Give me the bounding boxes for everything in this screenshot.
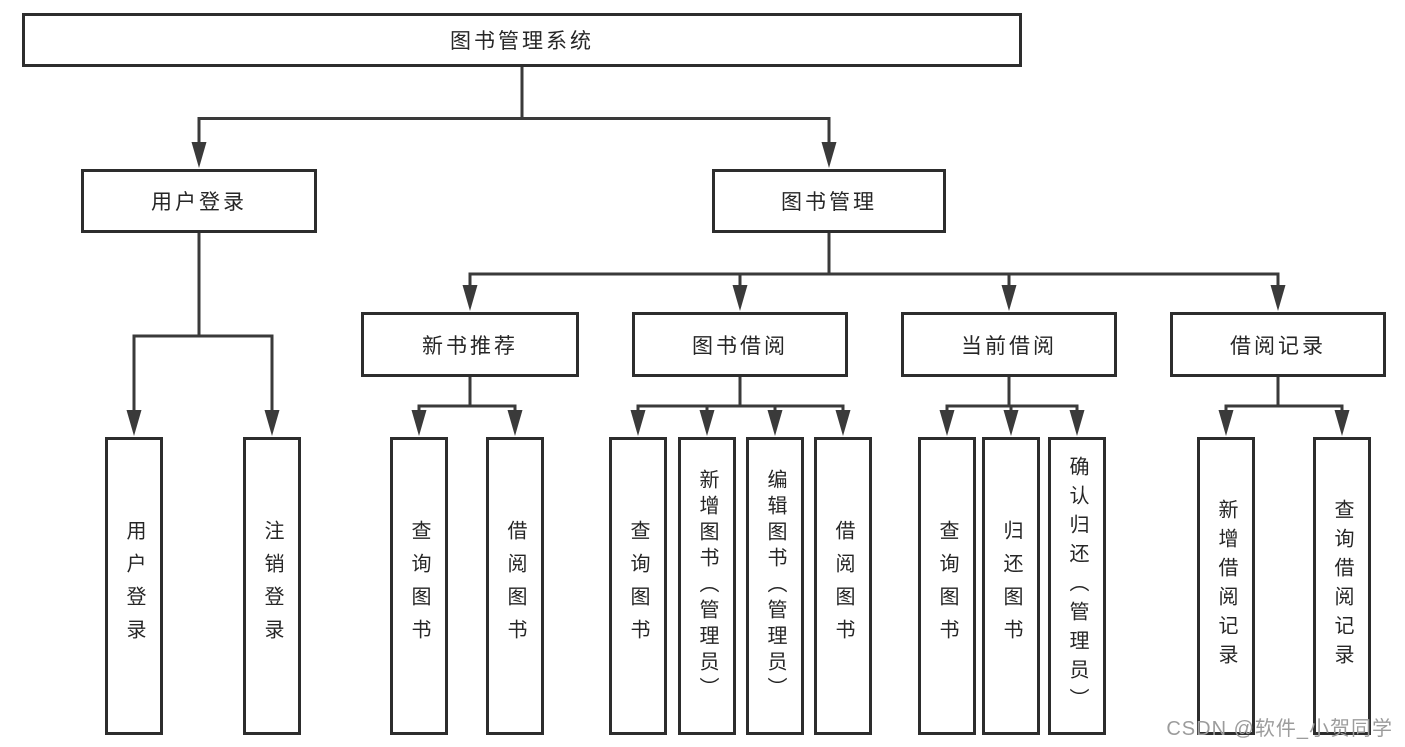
node-book-borrowing: 图书借阅: [632, 312, 848, 377]
leaf-user-login: 用户登录: [105, 437, 163, 735]
leaf-borrow-books-borrowing: 借阅图书: [814, 437, 872, 735]
leaf-confirm-return-admin: 确认归还（管理员）: [1048, 437, 1106, 735]
leaf-query-books-recommend-label: 查询图书: [408, 520, 430, 652]
node-current-borrowing-label: 当前借阅: [961, 334, 1057, 358]
leaf-query-books-current-label: 查询图书: [936, 520, 958, 652]
leaf-edit-books-admin: 编辑图书（管理员）: [746, 437, 804, 735]
node-root-label: 图书管理系统: [450, 30, 594, 53]
leaf-return-books: 归还图书: [982, 437, 1040, 735]
leaf-add-borrow-record-label: 新增借阅记录: [1215, 499, 1237, 673]
leaf-add-borrow-record: 新增借阅记录: [1197, 437, 1255, 735]
leaf-borrow-books-borrowing-label: 借阅图书: [832, 520, 854, 652]
leaf-query-books-current: 查询图书: [918, 437, 976, 735]
leaf-query-books-borrowing-label: 查询图书: [627, 520, 649, 652]
node-root-library-system: 图书管理系统: [22, 13, 1022, 67]
leaf-logout: 注销登录: [243, 437, 301, 735]
leaf-logout-label: 注销登录: [261, 520, 283, 652]
leaf-query-borrow-record-label: 查询借阅记录: [1331, 499, 1353, 673]
leaf-confirm-return-admin-label: 确认归还（管理员）: [1066, 455, 1088, 717]
leaf-query-books-recommend: 查询图书: [390, 437, 448, 735]
node-borrowing-records: 借阅记录: [1170, 312, 1386, 377]
leaf-edit-books-admin-label: 编辑图书（管理员）: [764, 469, 786, 703]
leaf-return-books-label: 归还图书: [1000, 520, 1022, 652]
node-borrowing-records-label: 借阅记录: [1230, 334, 1326, 358]
node-user-login-branch: 用户登录: [81, 169, 317, 233]
node-book-borrowing-label: 图书借阅: [692, 334, 788, 358]
leaf-borrow-books-recommend-label: 借阅图书: [504, 520, 526, 652]
csdn-watermark: CSDN @软件_小贺同学: [1166, 718, 1393, 740]
node-new-book-recommendation-label: 新书推荐: [422, 334, 518, 358]
node-book-management-branch: 图书管理: [712, 169, 946, 233]
leaf-query-books-borrowing: 查询图书: [609, 437, 667, 735]
node-book-management-branch-label: 图书管理: [781, 191, 877, 214]
leaf-query-borrow-record: 查询借阅记录: [1313, 437, 1371, 735]
node-new-book-recommendation: 新书推荐: [361, 312, 579, 377]
node-user-login-branch-label: 用户登录: [151, 191, 247, 214]
leaf-add-books-admin-label: 新增图书（管理员）: [696, 469, 718, 703]
leaf-add-books-admin: 新增图书（管理员）: [678, 437, 736, 735]
node-current-borrowing: 当前借阅: [901, 312, 1117, 377]
leaf-user-login-label: 用户登录: [123, 520, 145, 652]
leaf-borrow-books-recommend: 借阅图书: [486, 437, 544, 735]
